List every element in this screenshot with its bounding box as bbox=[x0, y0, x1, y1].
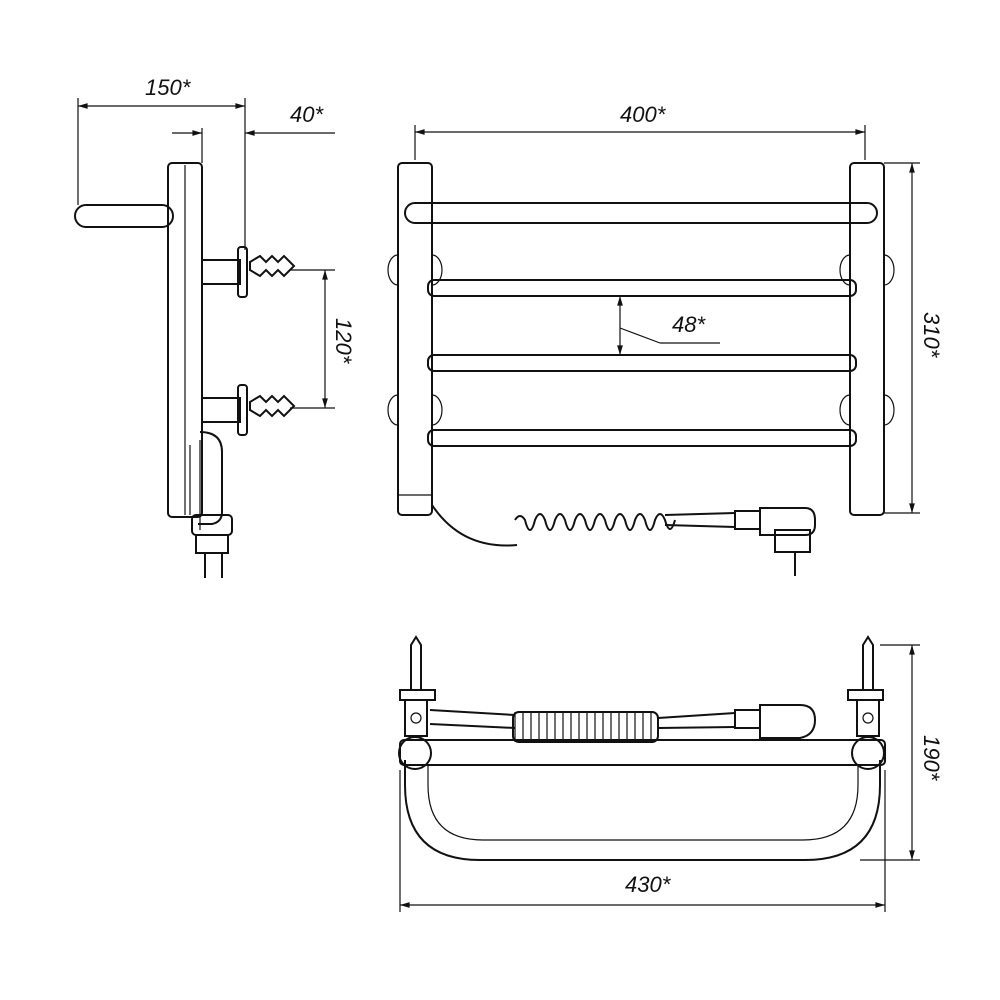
dim-front-height: 310* bbox=[919, 312, 944, 359]
dim-bar-spacing: 48* bbox=[672, 312, 706, 337]
top-view: 190* 430* bbox=[398, 635, 944, 912]
dim-side-depth: 40* bbox=[290, 102, 324, 127]
wall-bracket-lower bbox=[201, 384, 296, 436]
front-view: 400* 310* 48* bbox=[387, 102, 944, 576]
wall-bracket-upper bbox=[201, 246, 296, 298]
dim-front-width: 400* bbox=[620, 102, 667, 127]
dim-mount-spacing: 120* bbox=[331, 318, 356, 365]
dim-side-width: 150* bbox=[145, 75, 192, 100]
side-view: 150* 40* 120* bbox=[74, 75, 356, 578]
dim-top-width: 430* bbox=[625, 872, 672, 897]
dim-top-depth: 190* bbox=[919, 735, 944, 782]
